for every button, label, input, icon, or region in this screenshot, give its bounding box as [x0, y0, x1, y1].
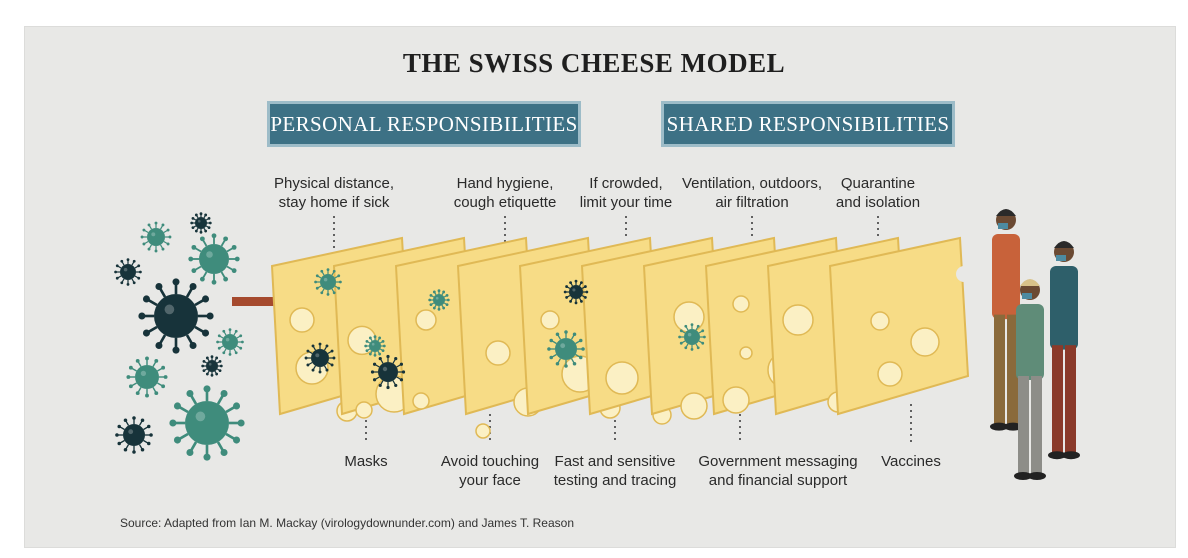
virus-icon — [138, 278, 214, 354]
label-vaccines: Vaccines — [881, 453, 941, 470]
diagram-title: THE SWISS CHEESE MODEL — [402, 48, 786, 78]
shared-responsibilities-band: SHARED RESPONSIBILITIES — [664, 104, 952, 144]
virus-icon — [115, 416, 153, 454]
virus-icon — [216, 328, 244, 356]
source-note: Source: Adapted from Ian M. Mackay (viro… — [120, 516, 575, 530]
virus-icon — [370, 354, 406, 390]
virus-icon — [169, 385, 245, 461]
virus-icon — [428, 289, 450, 311]
virus-icon — [188, 233, 240, 285]
label-hand-hygiene: Hand hygiene,cough etiquette — [453, 175, 557, 211]
virus-icon — [190, 212, 212, 234]
virus-icon — [364, 335, 386, 357]
virus-icon — [201, 355, 223, 377]
virus-icon — [563, 279, 589, 305]
cheese-slices — [270, 236, 972, 439]
virus-icon — [678, 323, 706, 351]
virus-cluster — [114, 212, 245, 461]
virus-icon — [304, 342, 336, 374]
person-icon — [1048, 241, 1080, 460]
label-physical-distance: Physical distance,stay home if sick — [273, 175, 395, 211]
virus-icon — [114, 258, 142, 286]
people-group-icon — [990, 209, 1080, 480]
virus-icon — [126, 356, 168, 398]
label-if-crowded: If crowded,limit your time — [579, 175, 673, 211]
virus-icon — [547, 330, 585, 368]
virus-icon — [140, 221, 172, 253]
label-masks: Masks — [344, 453, 388, 470]
person-icon — [990, 209, 1022, 431]
virus-icon — [314, 268, 342, 296]
label-ventilation: Ventilation, outdoors,air filtration — [681, 175, 823, 211]
cheese-slice — [828, 236, 972, 416]
person-icon — [1014, 279, 1046, 480]
personal-responsibilities-band: PERSONAL RESPONSIBILITIES — [270, 104, 578, 144]
